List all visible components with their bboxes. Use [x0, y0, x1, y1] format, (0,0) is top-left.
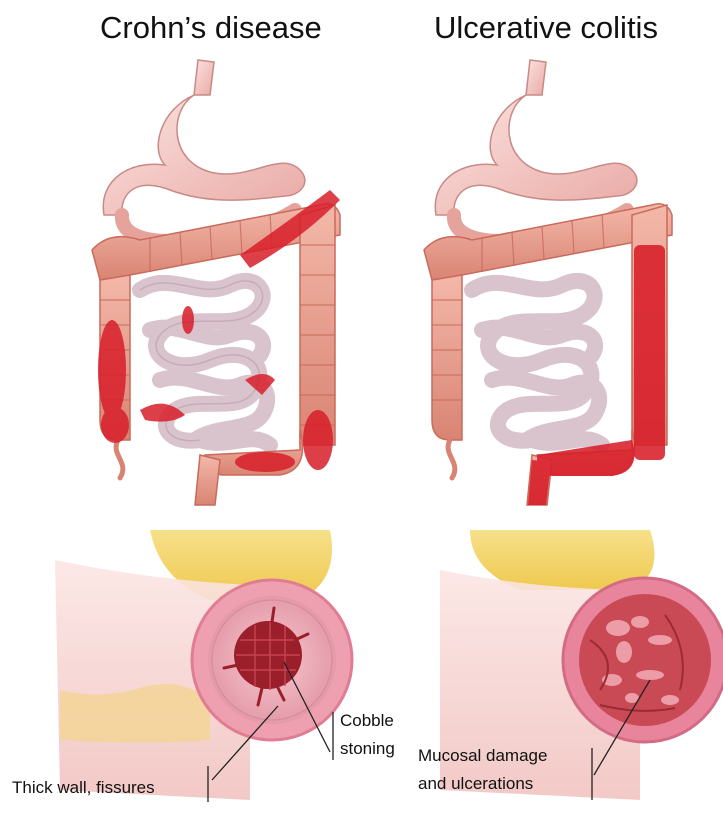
appendix: [116, 440, 123, 478]
mucosal-label-line2: and ulcerations: [418, 773, 533, 794]
stomach: [435, 95, 637, 215]
stomach: [103, 95, 305, 215]
esophagus: [526, 60, 546, 95]
mucosal-label-line1: Mucosal damage: [418, 745, 547, 766]
uc-ulcerated-mucosa: [579, 594, 711, 726]
appendix: [448, 440, 455, 478]
uc-digestive-tract: [424, 60, 672, 505]
small-bowel: [472, 281, 602, 445]
crohns-digestive-tract: [92, 60, 340, 505]
cobble-label-line1: Cobble: [340, 710, 394, 731]
crohns-cross-section: [55, 530, 352, 800]
thick-wall-label: Thick wall, fissures: [12, 777, 155, 798]
esophagus: [194, 60, 214, 95]
cobble-label-line2: stoning: [340, 738, 395, 759]
